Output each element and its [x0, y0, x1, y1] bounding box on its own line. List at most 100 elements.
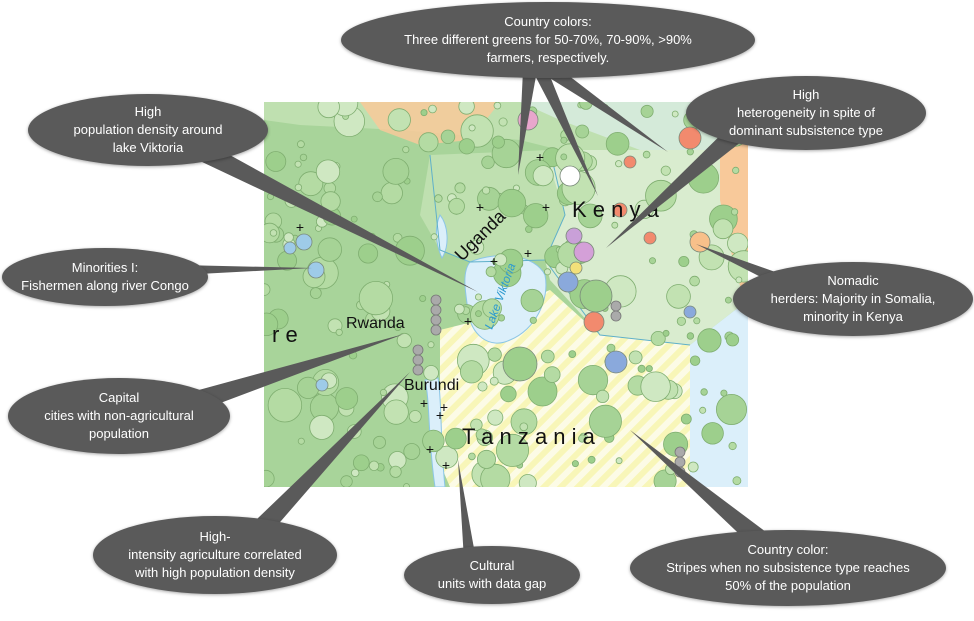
cultural-unit-circle	[372, 191, 383, 203]
cultural-unit-circle	[459, 360, 484, 384]
cultural-unit-circle	[309, 287, 322, 300]
capital-city-circle	[430, 324, 442, 336]
cultural-unit-circle	[578, 434, 587, 443]
cultural-unit-circle	[666, 284, 691, 309]
cultural-unit-circle	[532, 165, 554, 187]
cultural-unit-circle	[735, 276, 743, 284]
cultural-unit-circle	[559, 165, 581, 187]
callout-pointer	[546, 64, 668, 152]
cultural-unit-circle	[612, 202, 628, 218]
cultural-unit-circle	[352, 454, 370, 472]
cultural-unit-circle	[732, 166, 740, 174]
callout-country-colors: Country colors: Three different greens f…	[341, 2, 755, 78]
cultural-unit-circle	[595, 389, 610, 403]
cultural-unit-circle	[569, 261, 583, 275]
data-gap-marker: +	[464, 313, 472, 329]
cultural-unit-circle	[296, 140, 305, 149]
cultural-unit-circle	[615, 160, 623, 168]
cultural-unit-circle	[510, 408, 538, 436]
cultural-unit-circle	[491, 135, 505, 149]
cultural-unit-circle	[335, 328, 343, 336]
cultural-unit-circle	[309, 414, 335, 440]
data-gap-marker: +	[296, 219, 304, 235]
callout-pointer	[196, 334, 404, 410]
cultural-unit-circle	[458, 102, 475, 115]
cultural-unit-circle	[495, 433, 529, 467]
cultural-unit-circle	[435, 445, 459, 469]
data-gap-marker: +	[440, 399, 448, 415]
cultural-unit-circle	[643, 231, 657, 245]
cultural-unit-circle	[725, 296, 732, 304]
cultural-unit-circle	[529, 316, 537, 324]
cultural-unit-circle	[493, 102, 502, 110]
cultural-unit-circle	[573, 241, 595, 263]
cultural-unit-circle	[520, 288, 544, 313]
cultural-unit-circle	[571, 460, 579, 468]
cultural-unit-circle	[697, 328, 722, 353]
cultural-unit-circle	[660, 165, 671, 176]
cultural-unit-circle	[700, 388, 708, 396]
cultural-unit-circle	[689, 275, 700, 287]
tanzania-label: T a n z a n i a	[462, 424, 596, 449]
cultural-unit-circle	[645, 365, 653, 373]
cultural-unit-circle	[264, 469, 275, 487]
cultural-unit-circle	[701, 422, 724, 445]
capital-city-circle	[610, 310, 622, 322]
cultural-unit-circle	[712, 218, 734, 240]
cultural-unit-circle	[720, 389, 728, 397]
cultural-unit-circle	[649, 257, 657, 265]
cultural-unit-circle	[440, 129, 456, 145]
cultural-unit-circle	[294, 160, 302, 168]
cultural-unit-circle	[543, 366, 561, 383]
cultural-unit-circle	[408, 410, 422, 423]
cultural-unit-circle	[481, 186, 491, 195]
cultural-unit-circle	[445, 427, 467, 450]
callout-nomadic: Nomadic herders: Majority in Somalia, mi…	[733, 262, 973, 336]
cultural-unit-circle	[577, 203, 603, 229]
kenya-label: K e n y a	[572, 197, 660, 222]
cultural-unit-circle	[730, 208, 739, 216]
cultural-unit-circle	[420, 109, 428, 117]
capital-city-circle	[430, 314, 442, 326]
cultural-unit-circle	[394, 323, 402, 331]
cultural-unit-circle	[427, 341, 435, 349]
cultural-unit-circle	[662, 329, 670, 337]
cultural-unit-circle	[560, 136, 568, 144]
cultural-unit-circle	[671, 110, 679, 118]
cultural-unit-circle	[650, 330, 666, 346]
cultural-unit-circle	[418, 132, 439, 153]
callout-pointer	[252, 372, 410, 537]
cultural-unit-circle	[557, 271, 579, 293]
cultural-unit-circle	[317, 237, 343, 262]
cultural-unit-circle	[448, 198, 465, 215]
cultural-unit-circle	[269, 229, 278, 237]
cultural-unit-circle	[264, 283, 271, 296]
callout-high-intensity: High- intensity agriculture correlated w…	[93, 516, 337, 594]
cultural-unit-circle	[474, 293, 482, 301]
cultural-unit-circle	[728, 441, 737, 451]
cultural-unit-circle	[544, 268, 552, 276]
congo-label-fragment: r e	[272, 322, 298, 347]
cultural-unit-circle	[481, 155, 495, 170]
cultural-unit-circle	[523, 203, 549, 229]
cultural-unit-circle	[372, 435, 386, 449]
cultural-unit-circle	[676, 316, 687, 326]
cultural-unit-circle	[267, 388, 303, 423]
callout-data-gap-text: Cultural units with data gap	[437, 558, 547, 591]
cultural-unit-circle	[468, 124, 476, 132]
cultural-unit-circle	[497, 188, 527, 218]
cultural-unit-circle	[454, 303, 465, 315]
cultural-unit-circle	[577, 364, 609, 396]
cultural-unit-circle	[575, 124, 590, 139]
cultural-unit-circle	[686, 332, 695, 340]
cultural-unit-circle	[317, 102, 340, 119]
cultural-unit-circle	[454, 182, 466, 194]
cultural-unit-circle	[678, 126, 702, 150]
cultural-unit-circle	[298, 171, 324, 197]
cultural-unit-circle	[402, 146, 410, 154]
cultural-unit-circle	[294, 183, 303, 192]
cultural-unit-circle	[477, 381, 488, 392]
callout-fishermen: Minorities I: Fishermen along river Cong…	[2, 248, 208, 306]
cultural-unit-circle	[403, 483, 410, 487]
callout-capital: Capital cities with non-agricultural pop…	[8, 378, 230, 454]
